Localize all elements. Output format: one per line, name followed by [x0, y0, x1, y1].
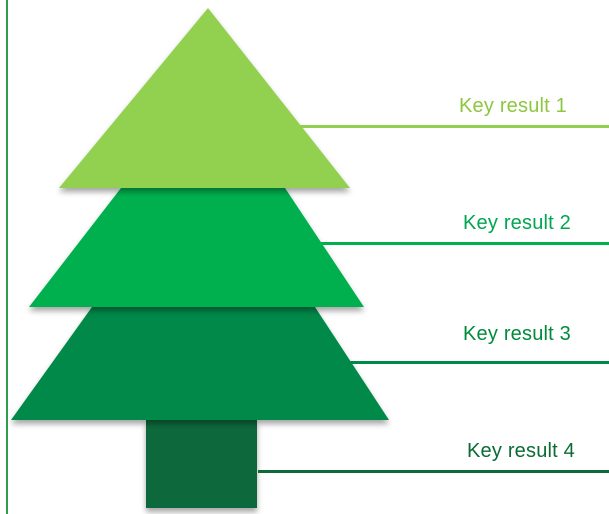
- key-result-4-label: Key result 4: [467, 440, 576, 462]
- tree-tier-3: [11, 307, 389, 420]
- connector-line-1: [300, 125, 609, 128]
- tree-tier-1: [59, 8, 350, 188]
- connector-line-3: [340, 361, 609, 364]
- connector-line-4: [258, 470, 609, 473]
- tree-trunk: [146, 420, 257, 508]
- key-result-2-label: Key result 2: [463, 212, 572, 234]
- key-result-3-label: Key result 3: [463, 323, 572, 345]
- connector-line-2: [320, 242, 609, 245]
- tree-tier-2: [29, 188, 364, 307]
- frame-left-border: [6, 0, 8, 514]
- key-result-1-label: Key result 1: [459, 95, 568, 117]
